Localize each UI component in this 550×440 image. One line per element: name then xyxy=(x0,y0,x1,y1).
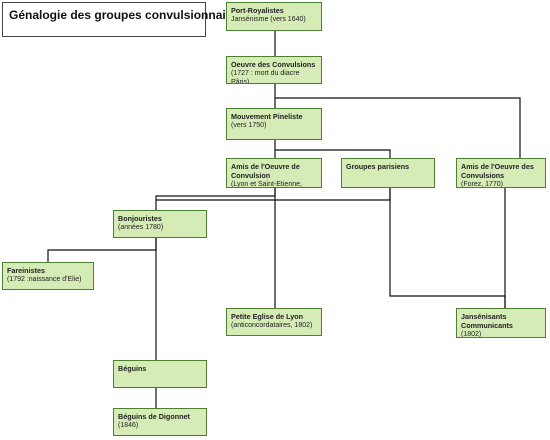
node-subtitle: (1792 :naissance d'Elie) xyxy=(7,276,82,283)
node-fareinistes: Fareinistes (1792 :naissance d'Elie) xyxy=(2,262,94,290)
node-name: Petite Eglise de Lyon xyxy=(231,312,304,321)
connector-bonjouristes-fareinistes xyxy=(47,238,157,262)
node-groupes-parisiens: Groupes parisiens xyxy=(341,158,435,188)
node-name: Mouvement Pineliste xyxy=(231,112,303,121)
node-subtitle: (Forez, 1770) xyxy=(461,181,504,188)
node-subtitle: (années 1780) xyxy=(118,224,164,231)
node-name: Amis de l'Oeuvre des Convulsions xyxy=(461,162,534,180)
node-name: Béguins xyxy=(118,364,147,373)
node-subtitle: (anticoncordataires, 1802) xyxy=(231,322,313,329)
node-mouvement-pineliste: Mouvement Pineliste (vers 1750) xyxy=(226,108,322,140)
node-name: Groupes parisiens xyxy=(346,162,410,171)
node-name: Port-Royalistes xyxy=(231,6,284,15)
node-beguins-dignonnet: Béguins de Digonnet (1846) xyxy=(113,408,207,436)
node-name: Bonjouristes xyxy=(118,214,162,223)
node-jansenisants: Jansénisants Communicants (1802) xyxy=(456,308,546,338)
node-name: Jansénisants Communicants xyxy=(461,312,513,330)
node-subtitle: (1802) xyxy=(461,331,482,338)
node-oeuvre-convulsions: Oeuvre des Convulsions (1727 : mort du d… xyxy=(226,56,322,84)
node-name: Béguins de Digonnet xyxy=(118,412,190,421)
node-subtitle: (Lyon et Saint-Etienne, 1770) xyxy=(231,181,302,188)
node-name: Fareinistes xyxy=(7,266,45,275)
node-amis-lyon: Amis de l'Oeuvre de Convulsion (Lyon et … xyxy=(226,158,322,188)
connector-groupes-parisiens-jansenisants xyxy=(389,188,506,308)
node-bonjouristes: Bonjouristes (années 1780) xyxy=(113,210,207,238)
node-petite-eglise: Petite Eglise de Lyon (anticoncordataire… xyxy=(226,308,322,336)
node-port-royalistes: Port-Royalistes Jansénisme (vers 1640) xyxy=(226,2,322,31)
connector-pineliste-groupes-parisiens xyxy=(275,149,391,158)
connector-oeuvre-amis-forez xyxy=(275,97,521,158)
node-subtitle: (1846) xyxy=(118,422,139,429)
connector-groupes-parisiens-bonjouristes xyxy=(156,188,391,201)
node-amis-forez: Amis de l'Oeuvre des Convulsions (Forez,… xyxy=(456,158,546,188)
node-name: Oeuvre des Convulsions xyxy=(231,60,316,69)
node-beguins: Béguins xyxy=(113,360,207,388)
node-subtitle: Jansénisme (vers 1640) xyxy=(231,16,306,23)
node-name: Amis de l'Oeuvre de Convulsion xyxy=(231,162,300,180)
node-subtitle: (1727 : mort du diacre Pâris) xyxy=(231,70,300,84)
node-subtitle: (vers 1750) xyxy=(231,122,267,129)
diagram-title: Génalogie des groupes convulsionnaires xyxy=(2,2,244,37)
connector-amis-lyon-bonjouristes xyxy=(155,188,276,210)
